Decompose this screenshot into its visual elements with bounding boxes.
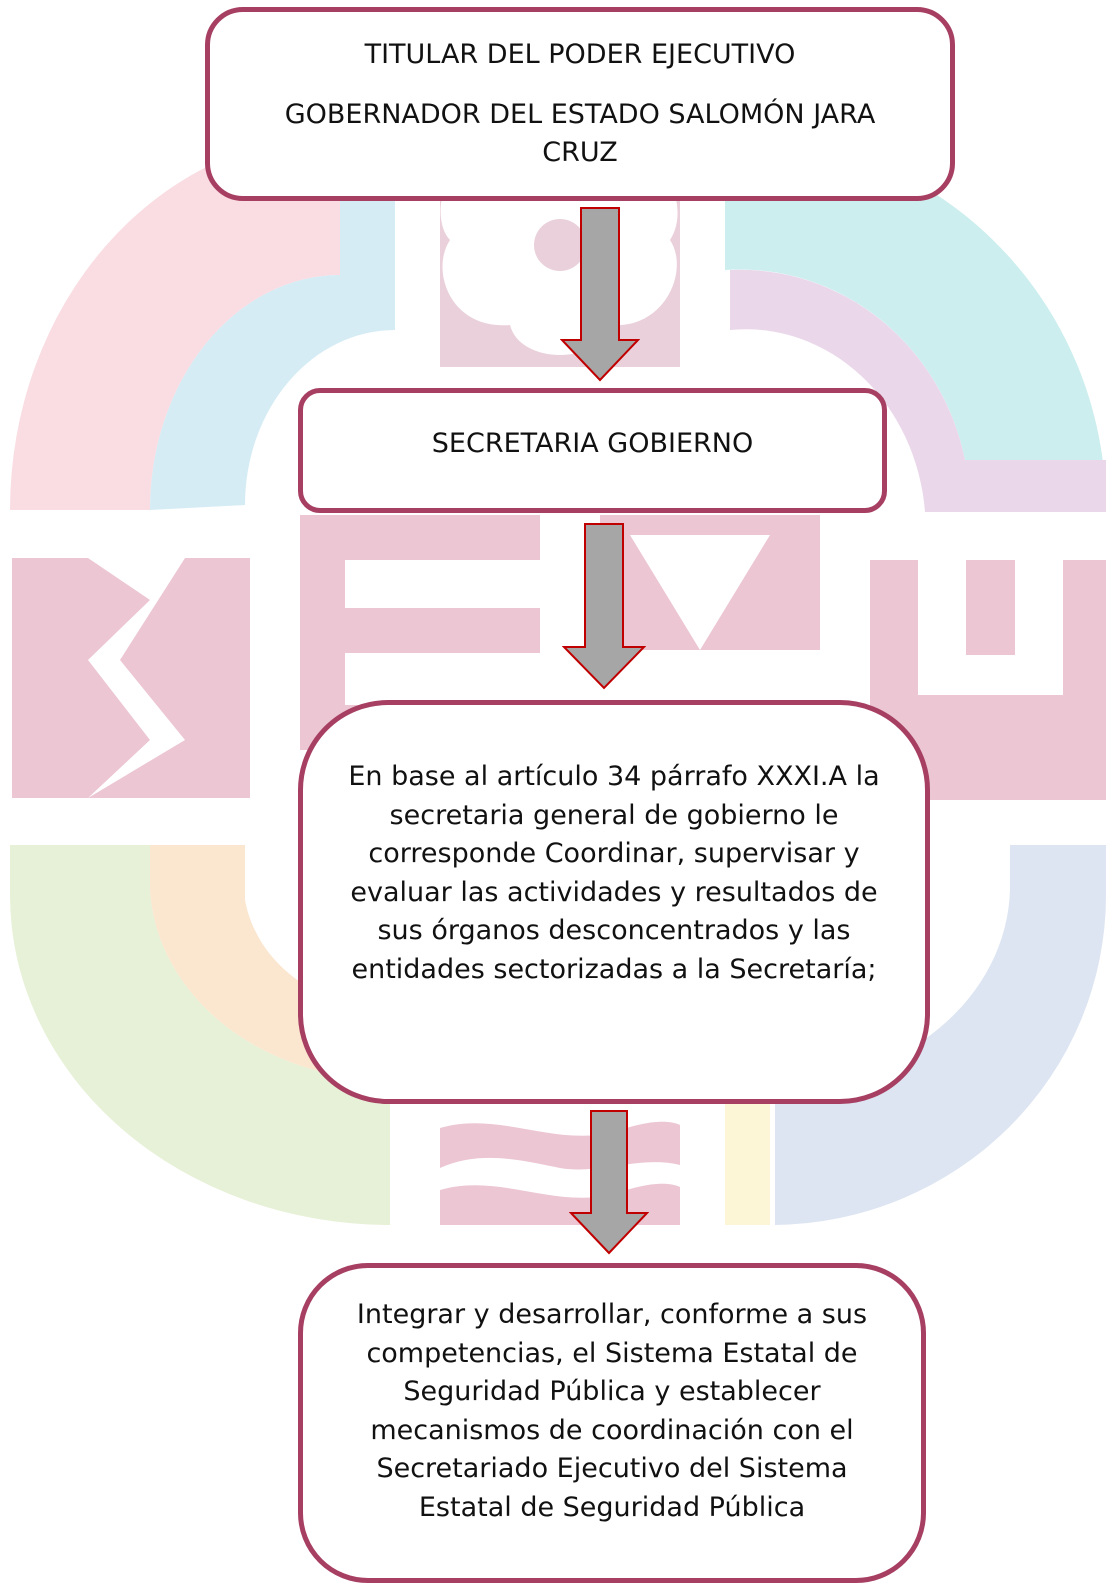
box-articulo-34: En base al artículo 34 párrafo XXXI.A la… [298,700,930,1104]
box-secretaria-gobierno: SECRETARIA GOBIERNO [298,388,887,513]
box-4-text: Integrar y desarrollar, conforme a sus c… [356,1299,868,1523]
box-1-title: TITULAR DEL PODER EJECUTIVO [364,39,796,70]
box-titular-poder-ejecutivo: TITULAR DEL PODER EJECUTIVO GOBERNADOR D… [205,7,955,201]
box-2-text: SECRETARIA GOBIERNO [431,428,754,459]
box-3-text: En base al artículo 34 párrafo XXXI.A la… [348,761,880,985]
box-sistema-estatal-seguridad: Integrar y desarrollar, conforme a sus c… [298,1263,926,1583]
box-1-subtitle: GOBERNADOR DEL ESTADO SALOMÓN JARA CRUZ [284,99,876,168]
down-arrow-icon [569,1110,649,1255]
down-arrow-icon [560,207,640,382]
down-arrow-icon [562,523,646,690]
